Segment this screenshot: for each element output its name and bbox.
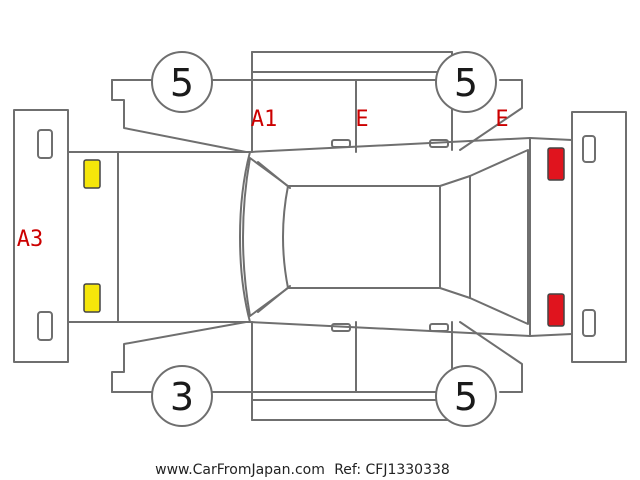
tire-rear-left: 3	[151, 365, 213, 427]
damage-code-e-door: E	[355, 107, 368, 132]
tire-rating-front-right: 5	[454, 61, 478, 105]
tire-rating-rear-right: 5	[454, 375, 478, 419]
tire-rating-rear-left: 3	[170, 375, 194, 419]
headlight-bottom	[83, 283, 101, 313]
body-top-view	[67, 137, 573, 337]
tire-rear-right: 5	[435, 365, 497, 427]
taillight-bottom	[547, 293, 565, 327]
front-bumper	[13, 109, 69, 363]
lower-side-panel	[111, 321, 523, 421]
reference-number: Ref: CFJ1330338	[334, 462, 450, 478]
damage-code-a3: A3	[17, 227, 44, 252]
tire-rating-front-left: 5	[170, 61, 194, 105]
website-label: www.CarFromJapan.com	[155, 462, 325, 478]
tire-front-right: 5	[435, 51, 497, 113]
headlight-top	[83, 159, 101, 189]
rear-bumper	[571, 111, 627, 363]
damage-code-e-fender: E	[495, 107, 508, 132]
damage-code-a1: A1	[251, 107, 278, 132]
taillight-top	[547, 147, 565, 181]
cabin-glass	[242, 149, 529, 325]
tire-front-left: 5	[151, 51, 213, 113]
